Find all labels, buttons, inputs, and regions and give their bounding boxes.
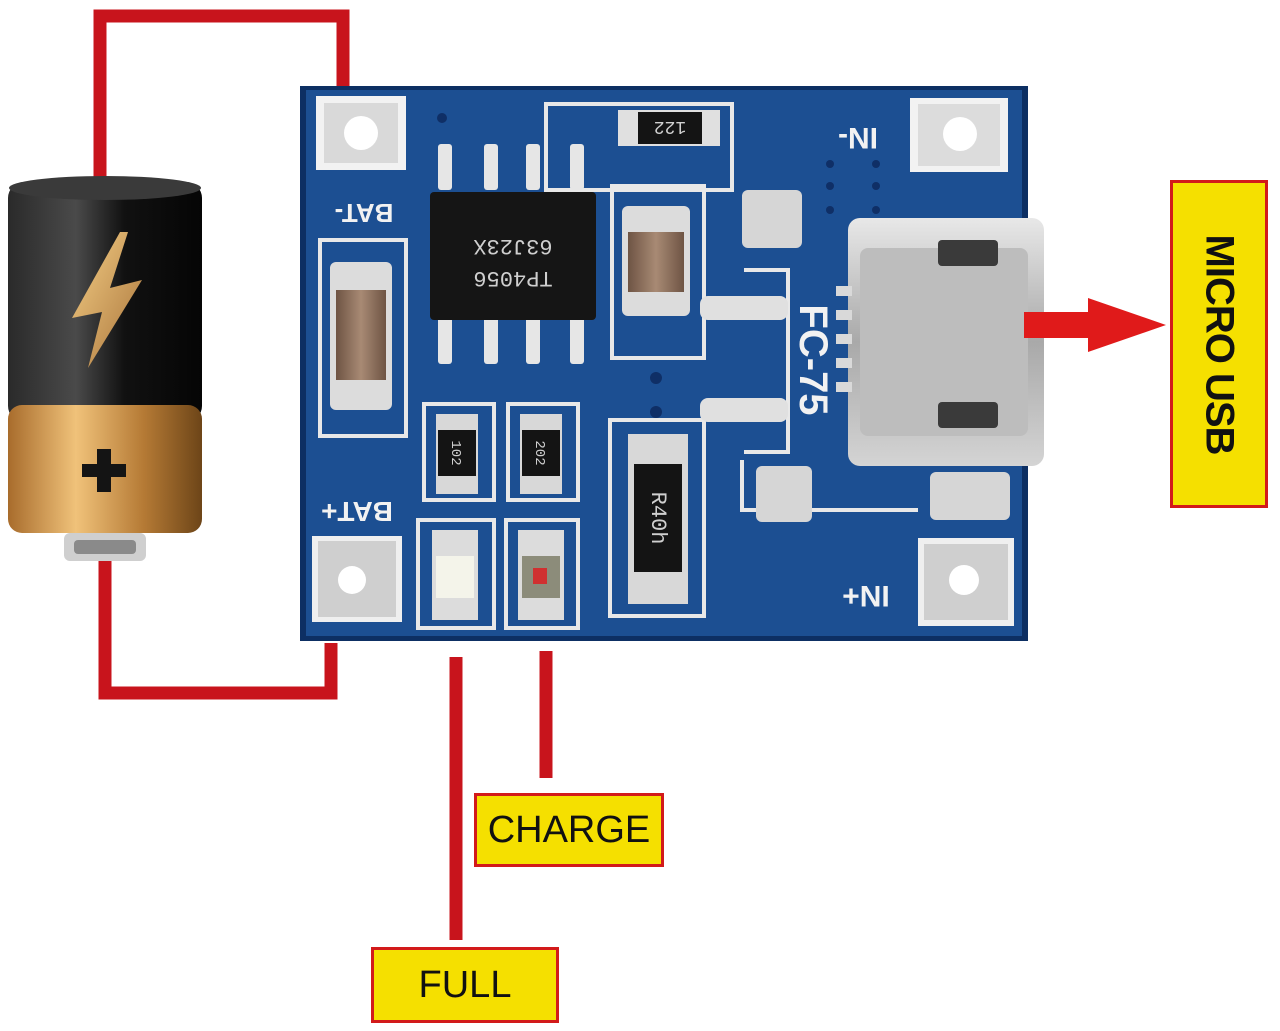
silk-bat-plus: BAT+	[321, 496, 393, 527]
pad-bat-plus	[312, 536, 402, 622]
resistor-202-label: 202	[531, 440, 547, 465]
micro-usb-label-text: MICRO USB	[1197, 234, 1242, 454]
plus-icon	[82, 449, 126, 492]
chip-marking-line2: 63J23X	[473, 233, 552, 258]
pad-bat-minus	[316, 96, 406, 170]
charge-label-text: CHARGE	[487, 808, 651, 851]
wire-battery-negative	[93, 9, 350, 182]
pcb-board: TP4056 63J23X 122 102 202	[300, 86, 1044, 641]
capacitor-left	[330, 262, 392, 410]
tp4056-chip: TP4056 63J23X	[430, 144, 596, 364]
full-led	[432, 530, 478, 620]
pad-in-plus	[918, 538, 1014, 626]
chip-marking-line1: TP4056	[473, 265, 552, 290]
silk-connector-fc75: FC-75	[791, 304, 835, 415]
resistor-102-label: 102	[447, 440, 463, 465]
charge-led	[518, 530, 564, 620]
diode	[700, 296, 788, 422]
capacitor-right	[622, 206, 690, 316]
wire-battery-positive	[98, 560, 338, 700]
resistor-122-label: 122	[654, 116, 686, 136]
vias	[437, 113, 880, 418]
resistor-sense: R40h	[628, 434, 688, 604]
lightning-bolt-icon	[72, 232, 142, 368]
pad-in-minus	[910, 98, 1008, 172]
silk-bat-minus: BAT-	[335, 198, 394, 228]
silk-in-plus: IN+	[842, 579, 890, 612]
full-label: FULL	[371, 947, 559, 1023]
silkscreen-outlines	[318, 102, 918, 630]
resistor-sense-label: R40h	[645, 492, 670, 545]
silk-in-minus: IN-	[838, 121, 878, 154]
micro-usb-connector	[836, 218, 1044, 466]
resistor-102: 102	[436, 414, 478, 494]
charge-label: CHARGE	[474, 793, 664, 867]
full-label-text: FULL	[418, 963, 512, 1006]
battery	[8, 176, 202, 561]
usb-mount-pads	[742, 190, 1010, 522]
resistor-202: 202	[520, 414, 562, 494]
resistor-122: 122	[618, 110, 720, 146]
micro-usb-label: MICRO USB	[1170, 180, 1268, 508]
arrow-right-icon	[1024, 298, 1166, 352]
wires	[93, 9, 553, 940]
